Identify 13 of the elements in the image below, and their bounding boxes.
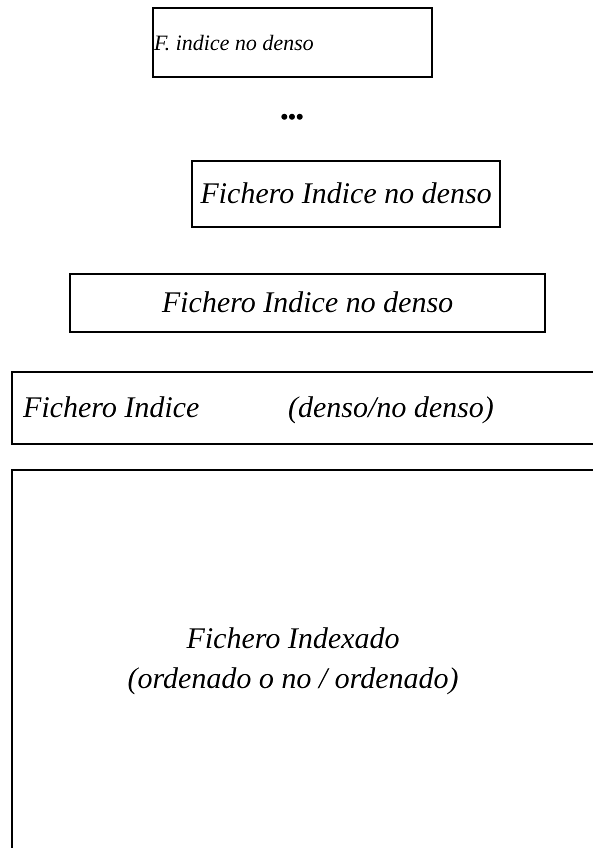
box-label: Fichero Indice no denso: [162, 286, 454, 320]
box-label: F. indice no denso: [154, 30, 314, 56]
process-box: [191, 160, 501, 228]
process-box: [11, 371, 593, 445]
box-label: Fichero Indice no denso: [200, 177, 492, 211]
process-box: [11, 469, 593, 848]
box-label: Fichero Indexado: [186, 622, 400, 656]
box-label: (denso/no denso): [288, 391, 494, 425]
process-box: [69, 273, 546, 333]
process-box: [152, 7, 433, 78]
ellipsis-mark: •••: [280, 104, 304, 130]
box-label: Fichero Indice: [23, 391, 200, 425]
box-label: (ordenado o no / ordenado): [127, 662, 459, 696]
